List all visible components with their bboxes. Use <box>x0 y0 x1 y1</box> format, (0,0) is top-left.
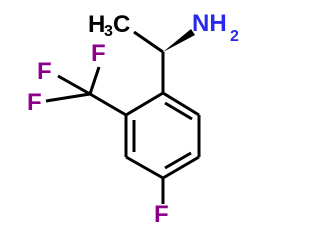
amine-subscript: 2 <box>230 28 239 45</box>
molecule-structure-diagram: H 3 C NH 2 F F F F <box>27 10 239 228</box>
bond-ring-cf3 <box>89 92 127 117</box>
fluorine-label-para: F <box>154 201 169 228</box>
ring-bond-top <box>162 91 200 117</box>
methyl-label-h: H <box>88 11 105 38</box>
wedge-bond-calpha-amine <box>163 29 195 52</box>
bond-layer <box>45 29 201 204</box>
ring-bond-top-left <box>125 91 164 117</box>
ring-double-bond-top <box>164 101 193 121</box>
atom-label-layer: H 3 C NH 2 F F F F <box>27 10 239 228</box>
fluorine-label-left: F <box>37 58 52 85</box>
bond-calpha-methyl <box>133 30 164 54</box>
ring-bond-bottom-right <box>162 155 200 180</box>
fluorine-label-bottom: F <box>27 89 42 116</box>
methyl-label-subscript: 3 <box>104 23 113 40</box>
fluorine-label-top: F <box>91 40 106 67</box>
ring-bond-bottom-left <box>125 155 164 180</box>
bond-cf3-f-top <box>88 66 101 95</box>
methyl-label-c: C <box>113 11 130 38</box>
ring-double-bond-bottom-right <box>164 151 192 170</box>
amine-label: NH <box>192 10 227 37</box>
bond-cf3-f-left <box>57 74 91 96</box>
bond-cf3-f-bottom <box>45 92 91 103</box>
